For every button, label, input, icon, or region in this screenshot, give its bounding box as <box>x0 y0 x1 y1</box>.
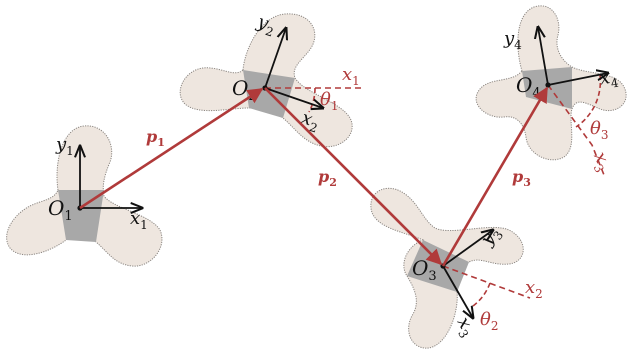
x1-ref-label: x1 <box>342 64 360 88</box>
link-p3-vector <box>441 86 549 267</box>
body-4-x-axis <box>547 73 608 86</box>
x1-label: x1 <box>130 208 148 232</box>
body-3-ref-axis <box>442 265 531 299</box>
x3-ref-label: x3 <box>586 149 615 175</box>
body-4 <box>475 5 627 176</box>
theta3-label: θ3 <box>590 118 608 142</box>
origin-1-label: O1 <box>48 196 73 224</box>
body-3-angle-arc <box>472 282 491 307</box>
body-3-x-axis <box>442 265 473 318</box>
body-3-core <box>407 240 469 292</box>
body-2-y-axis <box>264 28 286 89</box>
x2-ref-label: x2 <box>525 277 543 301</box>
x4-label: x4 <box>598 66 620 93</box>
body-3 <box>370 187 531 349</box>
origin-4-dot <box>545 82 551 88</box>
theta2-label: θ2 <box>480 309 498 333</box>
theta1-label: θ1 <box>320 89 338 113</box>
y1-label: y1 <box>55 134 74 158</box>
p3-label: p3 <box>512 167 531 189</box>
p2-label: p2 <box>318 167 337 189</box>
body-2-x-axis <box>264 87 323 108</box>
p1-label: p1 <box>146 127 165 149</box>
body-4-ref-axis <box>547 84 605 176</box>
y4-label: y4 <box>503 28 522 52</box>
body-3-y-axis <box>442 230 493 267</box>
body-1-core <box>58 190 104 242</box>
link-p1-vector <box>79 87 264 210</box>
link-p2-vector <box>264 87 443 266</box>
body-4-y-axis <box>538 27 549 86</box>
body-1 <box>6 125 163 267</box>
body-2 <box>179 13 363 148</box>
origin-3-label: O3 <box>412 256 437 284</box>
